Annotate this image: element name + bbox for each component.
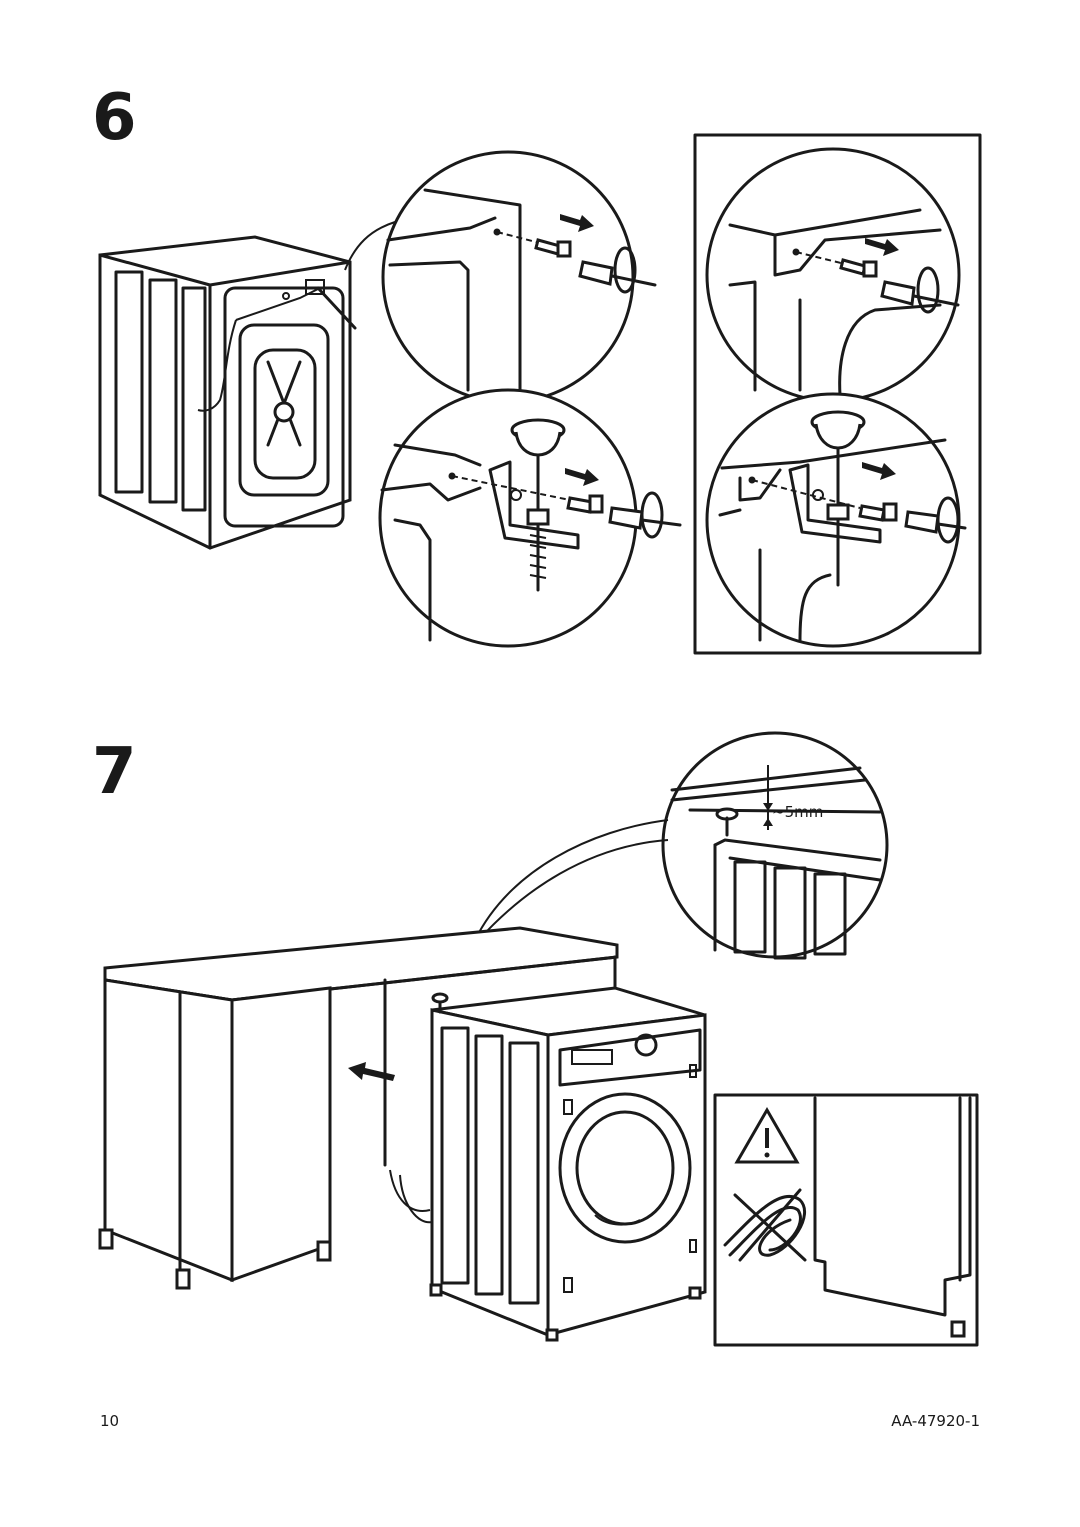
direction-arrow-icon bbox=[348, 1062, 395, 1081]
kinked-hose-crossed-icon bbox=[723, 1188, 807, 1262]
gap-detail-circle bbox=[661, 731, 889, 960]
washing-machine-front bbox=[429, 986, 707, 1342]
step-number-6: 6 bbox=[92, 81, 137, 155]
detail-circle-top-left bbox=[381, 150, 657, 404]
washing-machine-rear-view bbox=[98, 235, 357, 550]
gap-measurement-label: ~5mm bbox=[772, 803, 823, 821]
direction-arrow-icon bbox=[560, 214, 594, 232]
document-code: AA-47920-1 bbox=[891, 1412, 980, 1430]
warning-frame bbox=[713, 1093, 979, 1347]
kitchen-cabinet bbox=[98, 926, 619, 1290]
step-number-7: 7 bbox=[92, 735, 137, 809]
detail-frame-right bbox=[693, 133, 982, 655]
detail-circle-bottom-left bbox=[378, 388, 682, 648]
detail-circle-bottom-right bbox=[705, 392, 967, 648]
detail-circle-top-right bbox=[705, 147, 961, 403]
page-number: 10 bbox=[100, 1412, 120, 1430]
warning-triangle-icon bbox=[734, 1106, 800, 1164]
screw-icon bbox=[534, 238, 572, 258]
machine-side-in-niche bbox=[813, 1096, 972, 1338]
screwdriver-icon bbox=[578, 246, 657, 294]
